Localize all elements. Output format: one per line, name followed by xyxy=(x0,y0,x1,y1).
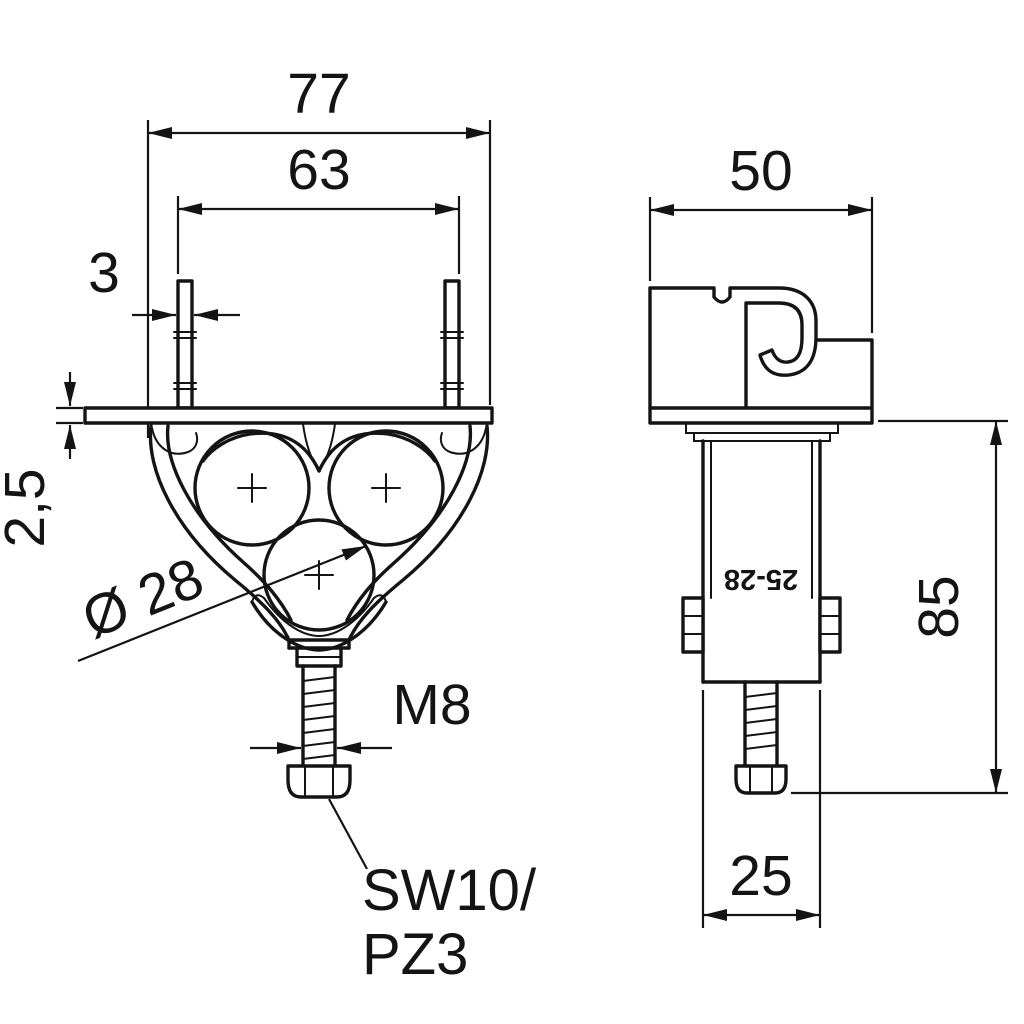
drive-label-line1: SW10/ xyxy=(362,858,537,923)
arm-inner-left xyxy=(165,424,293,622)
side-rail-section xyxy=(685,422,839,442)
dim-thread-label: M8 xyxy=(392,673,471,737)
rail-strip xyxy=(693,432,831,442)
boss-left xyxy=(681,596,705,654)
right-rail-tab xyxy=(440,279,464,410)
dim-overall-width: 77 xyxy=(146,62,492,438)
side-stud xyxy=(743,680,779,768)
dim-plate-thickness: 2,5 xyxy=(0,372,83,548)
thread-line xyxy=(302,676,336,682)
side-bosses xyxy=(681,596,842,654)
dim-depth-label: 50 xyxy=(729,139,792,203)
cable-right xyxy=(327,429,445,547)
hex-nut xyxy=(286,764,352,799)
mounting-plate xyxy=(83,406,494,425)
dim-height: 85 xyxy=(791,419,1008,795)
thread-line xyxy=(302,715,336,721)
dim-overall-width-label: 77 xyxy=(287,62,350,126)
hook-right-wall xyxy=(815,338,874,410)
dim-body-width-label: 25 xyxy=(729,844,792,908)
dim-cable-diameter: Ø 28 xyxy=(74,544,367,663)
left-rail-tab xyxy=(173,279,197,410)
arm-tip-curl-right xyxy=(439,427,487,455)
dim-rail-thickness: 3 xyxy=(88,241,240,321)
dim-plate-thickness-label: 2,5 xyxy=(0,468,57,547)
drive-label-line2: PZ3 xyxy=(362,922,468,987)
side-plate xyxy=(648,406,874,425)
front-view: 77 63 3 xyxy=(0,62,537,987)
slot-end-curl xyxy=(373,594,387,603)
spring-center-left xyxy=(302,423,320,472)
clamp-body xyxy=(148,423,490,668)
leader-line xyxy=(77,544,367,663)
nut-outline xyxy=(734,764,788,795)
leader-line xyxy=(328,798,368,870)
arm-inner-right xyxy=(345,424,473,622)
boss-right xyxy=(818,596,842,654)
slot-end-curl xyxy=(251,594,265,603)
dim-height-label: 85 xyxy=(907,575,971,638)
side-body: 25-28 xyxy=(701,439,822,684)
slot-inner-arc xyxy=(263,597,375,638)
hook-outline xyxy=(648,286,818,410)
dim-rail-thickness-label: 3 xyxy=(88,241,120,305)
thread-line xyxy=(744,692,778,698)
threaded-stud xyxy=(301,664,337,768)
cable-circles xyxy=(193,429,445,632)
thread-line xyxy=(302,702,336,708)
cable-left xyxy=(193,429,311,547)
dim-body-width: 25 xyxy=(701,690,822,928)
thread-line xyxy=(302,754,336,760)
arm-tip-curl-left xyxy=(151,427,199,455)
nut-outline xyxy=(286,764,352,799)
nut-drive-label: SW10/ PZ3 xyxy=(328,798,537,987)
thread-line xyxy=(302,728,336,734)
thread-line xyxy=(744,705,778,711)
cable-bottom xyxy=(262,518,376,632)
side-view: 50 25-28 xyxy=(648,139,1008,928)
spring-center-right xyxy=(318,423,336,472)
thread-line xyxy=(744,718,778,724)
hook-profile xyxy=(648,286,874,410)
thread-line xyxy=(302,689,336,695)
thread-line xyxy=(744,731,778,737)
dim-thread: M8 xyxy=(250,673,472,754)
dim-inner-width: 63 xyxy=(176,138,461,274)
thread-line xyxy=(744,744,778,750)
dim-inner-width-label: 63 xyxy=(287,138,350,202)
slot-outer-arc xyxy=(250,600,388,652)
side-nut xyxy=(734,764,788,795)
thread-line xyxy=(302,741,336,747)
spring-wing-right xyxy=(317,431,437,473)
range-stamp: 25-28 xyxy=(724,563,798,595)
spring-wing-left xyxy=(201,431,321,473)
arm-outer-left xyxy=(148,424,291,642)
dim-depth: 50 xyxy=(648,139,874,333)
arm-outer-right xyxy=(347,424,490,642)
